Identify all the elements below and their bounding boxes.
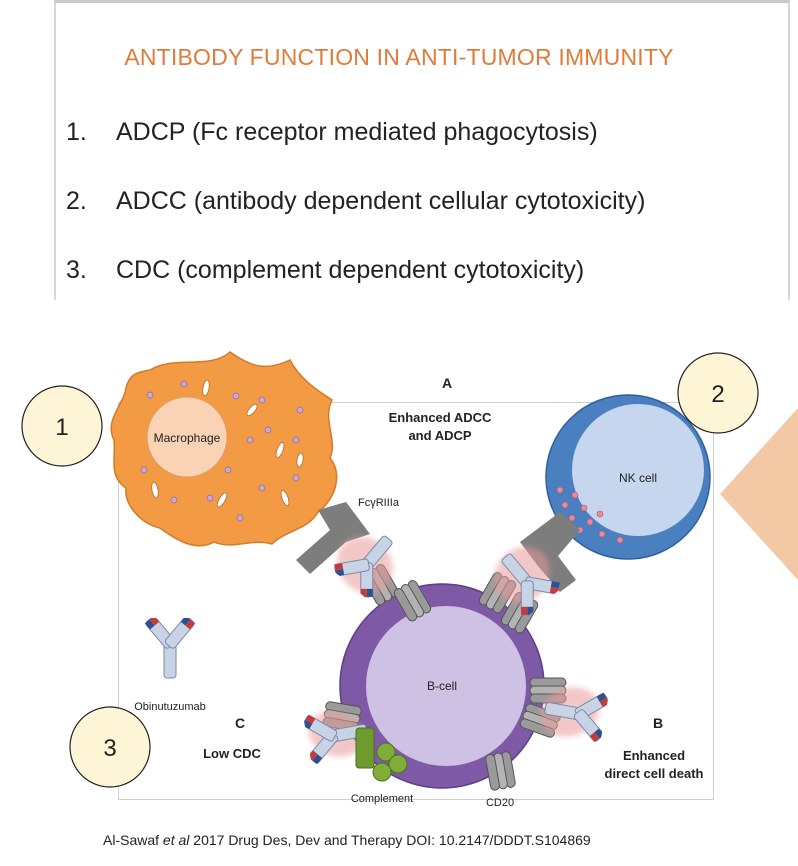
section-a-letter: A xyxy=(442,375,452,391)
receptor-label: FcγRIIIa xyxy=(358,497,400,509)
badge-2: 2 xyxy=(677,352,759,434)
macrophage-label: Macrophage xyxy=(154,431,221,445)
list-number: 3. xyxy=(66,256,87,284)
citation-reference: 2017 Drug Des, Dev and Therapy DOI: 10.2… xyxy=(189,832,591,848)
nk-cell-label: NK cell xyxy=(619,471,657,485)
nk-cell-nucleus xyxy=(572,404,704,536)
list-item-adcp: 1. ADCP (Fc receptor mediated phagocytosi… xyxy=(66,118,598,147)
svg-text:1: 1 xyxy=(55,414,68,441)
arrow-shape xyxy=(720,408,798,580)
cd20-label: CD20 xyxy=(486,797,514,809)
section-a-line2: and ADCP xyxy=(408,428,471,443)
section-b-line1: Enhanced xyxy=(623,748,685,763)
obinutuzumab-antibody xyxy=(144,618,196,679)
badge-1: 1 xyxy=(21,385,103,467)
section-a-line1: Enhanced ADCC xyxy=(389,410,492,425)
list-number: 1. xyxy=(66,118,87,146)
nk-granules xyxy=(556,486,624,544)
section-c-line1: Low CDC xyxy=(203,746,261,761)
complement-label: Complement xyxy=(351,793,413,805)
list-text: CDC (complement dependent cytotoxicity) xyxy=(116,256,585,284)
complement-molecule xyxy=(355,727,408,782)
diagram-frame xyxy=(118,402,714,800)
fc-receptor-macrophage xyxy=(296,502,370,574)
section-c-letter: C xyxy=(235,715,245,731)
citation: Al-Sawaf et al 2017 Drug Des, Dev and Th… xyxy=(103,832,591,848)
citation-etal: et al xyxy=(162,832,190,848)
svg-text:3: 3 xyxy=(103,735,116,762)
obinutuzumab-label: Obinutuzumab xyxy=(134,701,206,713)
fc-receptor-nk xyxy=(520,512,580,592)
macrophage-granules xyxy=(140,380,304,522)
section-b-letter: B xyxy=(653,715,663,731)
section-b-line2: direct cell death xyxy=(605,766,704,781)
b-cell-nucleus xyxy=(366,606,526,766)
list-number: 2. xyxy=(66,187,87,215)
svg-text:2: 2 xyxy=(711,381,724,408)
list-item-adcc: 2. ADCC (antibody dependent cellular cyto… xyxy=(66,187,645,216)
list-item-cdc: 3. CDC (complement dependent cytotoxicity… xyxy=(66,256,584,285)
citation-author: Al-Sawaf xyxy=(103,832,163,848)
macrophage-vesicles xyxy=(151,379,304,508)
content-panel xyxy=(54,0,790,300)
list-text: ADCP (Fc receptor mediated phagocytosis) xyxy=(116,118,598,146)
slide-title: ANTIBODY FUNCTION IN ANTI-TUMOR IMMUNITY xyxy=(124,44,674,70)
badge-3: 3 xyxy=(69,706,151,788)
list-text: ADCC (antibody dependent cellular cytoto… xyxy=(116,187,646,215)
macrophage-nucleus xyxy=(146,396,228,478)
b-cell-label: B-cell xyxy=(427,679,457,693)
